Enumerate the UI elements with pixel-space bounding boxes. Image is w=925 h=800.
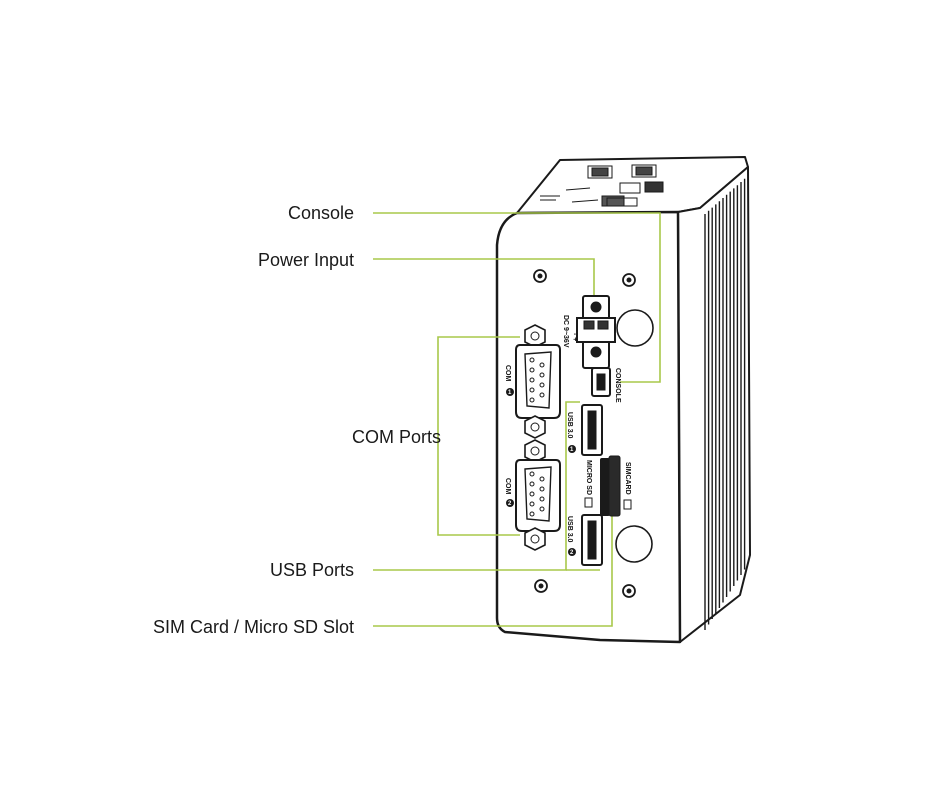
screw-icon bbox=[534, 579, 548, 593]
com-ports-leader bbox=[437, 336, 520, 536]
com2-number-badge bbox=[506, 499, 514, 507]
leader-lines bbox=[373, 212, 661, 627]
com1-label: COM bbox=[504, 365, 511, 382]
console-leader bbox=[373, 212, 661, 383]
com-pin bbox=[539, 496, 545, 502]
com-pin bbox=[539, 362, 545, 368]
polarity-label: - + bbox=[571, 333, 578, 341]
com-pin bbox=[529, 377, 535, 383]
com1-number-badge bbox=[506, 388, 514, 396]
com-port-1-pins bbox=[529, 357, 545, 403]
callout-console: Console bbox=[288, 203, 354, 223]
com1-number: 1 bbox=[508, 390, 512, 396]
com-port-2 bbox=[515, 439, 561, 551]
usb2-label: USB 3.0 bbox=[566, 516, 573, 543]
com-pin bbox=[529, 471, 535, 477]
com-pin bbox=[529, 367, 535, 373]
usb2-number-badge bbox=[568, 548, 576, 556]
usb-port-1 bbox=[581, 404, 603, 456]
antenna-hole bbox=[615, 525, 653, 563]
com-pin bbox=[529, 501, 535, 507]
com-port-2-pins bbox=[529, 471, 545, 517]
usb2-number: 2 bbox=[570, 550, 574, 556]
heatsink-fins bbox=[704, 178, 746, 630]
com-port-1 bbox=[515, 324, 561, 439]
com2-label: COM bbox=[504, 478, 511, 495]
com2-number: 2 bbox=[508, 501, 512, 507]
com-pin bbox=[539, 372, 545, 378]
micro-sd-label: MICRO SD bbox=[585, 460, 592, 495]
com-pin bbox=[529, 387, 535, 393]
com-pin bbox=[529, 511, 535, 517]
dc-label: DC 9~36V bbox=[562, 315, 569, 348]
power-input-leader bbox=[373, 258, 595, 300]
com-pin bbox=[539, 486, 545, 492]
sim-card-slot bbox=[608, 455, 621, 517]
callout-sim-micro-sd: SIM Card / Micro SD Slot bbox=[153, 617, 354, 637]
sim-micro-sd-leader bbox=[373, 515, 613, 627]
callout-power-input: Power Input bbox=[258, 250, 354, 270]
com-pin bbox=[539, 476, 545, 482]
screw-icon bbox=[622, 273, 636, 287]
callout-com-ports: COM Ports bbox=[352, 427, 441, 447]
screw-icon bbox=[533, 269, 547, 283]
com-pin bbox=[529, 491, 535, 497]
top-face-ports bbox=[540, 164, 664, 207]
simcard-icon bbox=[623, 499, 632, 510]
com-pin bbox=[539, 382, 545, 388]
com-pin bbox=[529, 357, 535, 363]
micro-sd-slot bbox=[600, 458, 610, 516]
usb-ports-leader bbox=[373, 401, 580, 571]
com-pin bbox=[529, 397, 535, 403]
usb1-number: 1 bbox=[570, 447, 574, 453]
console-port bbox=[591, 367, 611, 397]
console-port-label: CONSOLE bbox=[614, 368, 621, 403]
com-pin bbox=[539, 506, 545, 512]
usb-port-2 bbox=[581, 514, 603, 566]
com-pin bbox=[529, 481, 535, 487]
callout-usb-ports: USB Ports bbox=[270, 560, 354, 580]
usb1-label: USB 3.0 bbox=[566, 412, 573, 439]
simcard-label: SIMCARD bbox=[624, 462, 631, 495]
antenna-hole bbox=[616, 309, 654, 347]
micro-sd-icon bbox=[584, 497, 593, 508]
com-pin bbox=[539, 392, 545, 398]
screws bbox=[533, 269, 636, 598]
screw-icon bbox=[622, 584, 636, 598]
usb1-number-badge bbox=[568, 445, 576, 453]
power-connector bbox=[576, 295, 616, 369]
